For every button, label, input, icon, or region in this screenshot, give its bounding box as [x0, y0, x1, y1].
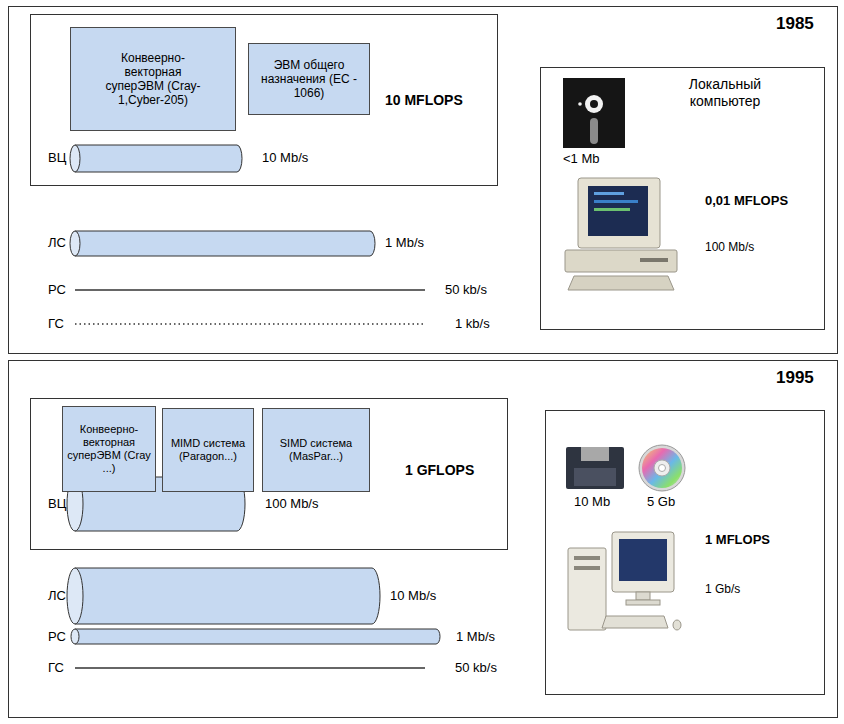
channel-line	[75, 667, 425, 669]
channel-name: ЛС	[48, 235, 66, 251]
channel-name: РС	[48, 282, 66, 298]
system-unit	[565, 250, 677, 272]
monitor-base	[626, 600, 660, 605]
monitor-body	[578, 178, 660, 248]
year-panel: Конвеерно-векторная суперЭВМ (Cray ...) M…	[8, 360, 838, 718]
drive-slot	[640, 258, 668, 262]
computer-system-box: MIMD система (Paragon...)	[162, 408, 254, 492]
cd-surface	[642, 448, 682, 488]
pipe-end	[71, 629, 79, 644]
floppy-hole	[585, 95, 603, 113]
floppy-disk	[566, 447, 624, 489]
computer-system-box: Конвеерно-векторная суперЭВМ (Cray-1,Cyb…	[70, 27, 236, 131]
bandwidth-label: 1 Mb/s	[385, 235, 424, 251]
frame-title: Локальный компьютер	[665, 76, 785, 110]
screen-line	[594, 200, 638, 203]
performance-label: 1 GFLOPS	[405, 462, 474, 479]
computer-system-box: ЭВМ общего назначения (ЕС - 1066)	[248, 43, 370, 115]
bandwidth-label: 50 kb/s	[455, 660, 497, 676]
performance-label: 1 MFLOPS	[705, 532, 770, 548]
monitor-stand	[636, 592, 650, 600]
capacity-label: 5 Gb	[647, 494, 675, 510]
pipe-end	[67, 568, 83, 624]
bandwidth-label: 10 Mb/s	[390, 588, 436, 604]
channel-name: ВЦ	[48, 150, 66, 166]
tower-case	[568, 548, 606, 630]
year-label: 1995	[776, 368, 814, 388]
cd-ring	[654, 460, 670, 476]
channel-name: ВЦ	[48, 496, 66, 512]
bandwidth-label: 1 kb/s	[455, 316, 490, 332]
computing-center-frame: Конвеерно-векторная суперЭВМ (Cray ...) M…	[30, 398, 508, 550]
bandwidth-label: 100 Mb/s	[705, 240, 754, 254]
monitor-body	[612, 532, 674, 592]
capacity-label: <1 Mb	[563, 151, 600, 167]
channel-pipe	[75, 568, 380, 624]
channel-pipe	[75, 145, 242, 172]
floppy-index-hole	[578, 102, 582, 106]
box-text: Конвеерно-векторная суперЭВМ (Cray ...)	[66, 423, 152, 475]
bandwidth-label: 50 kb/s	[445, 282, 487, 298]
box-text: ЭВМ общего назначения (ЕС - 1066)	[254, 58, 364, 100]
cd-hole	[659, 465, 666, 472]
box-text: SIMD система (MasPar...)	[266, 437, 366, 463]
year-label: 1985	[776, 14, 814, 34]
pipe-end	[70, 231, 80, 256]
floppy-slot	[590, 118, 598, 144]
monitor-screen	[588, 186, 648, 236]
compact-disc	[639, 445, 685, 491]
channel-name: ГС	[48, 660, 64, 676]
bandwidth-label: 1 Mb/s	[456, 629, 495, 645]
floppy-disk	[563, 78, 625, 148]
screen-line	[594, 192, 624, 195]
drive-slot	[574, 566, 600, 570]
pipe-end	[70, 145, 80, 172]
mouse	[673, 620, 681, 630]
channel-name: РС	[48, 629, 66, 645]
computer-system-box: SIMD система (MasPar...)	[262, 408, 370, 492]
year-panel: Конвеерно-векторная суперЭВМ (Cray-1,Cyb…	[8, 6, 838, 354]
screen-line	[594, 208, 630, 211]
performance-label: 0,01 MFLOPS	[705, 193, 788, 209]
channel-line	[75, 289, 425, 291]
bandwidth-label: 100 Mb/s	[265, 496, 318, 512]
floppy-hub	[590, 100, 598, 108]
floppy-label	[574, 468, 616, 486]
capacity-label: 10 Mb	[574, 494, 610, 510]
bandwidth-label: 1 Gb/s	[705, 582, 740, 596]
performance-label: 10 MFLOPS	[385, 92, 463, 109]
computer-system-box: Конвеерно-векторная суперЭВМ (Cray ...)	[62, 406, 156, 492]
box-text: MIMD система (Paragon...)	[166, 437, 250, 463]
floppy-shutter	[581, 447, 609, 461]
bandwidth-label: 10 Mb/s	[262, 150, 308, 166]
local-computer-frame: 10 Mb 5 Gb 1 MFLOPS 1 Gb/s	[545, 410, 825, 695]
keyboard	[602, 616, 668, 628]
channel-name: ЛС	[48, 588, 66, 604]
box-text: Конвеерно-векторная суперЭВМ (Cray-1,Cyb…	[97, 51, 209, 108]
monitor-screen	[619, 539, 667, 581]
drive-slot	[574, 556, 600, 560]
channel-pipe	[75, 629, 440, 644]
channel-dotted-line	[75, 323, 425, 325]
keyboard	[568, 276, 674, 290]
local-computer-frame: Локальный компьютер <1 Mb 0,01 MFLOPS 100 M…	[540, 67, 825, 330]
channel-pipe	[75, 231, 375, 256]
channel-name: ГС	[48, 316, 64, 332]
